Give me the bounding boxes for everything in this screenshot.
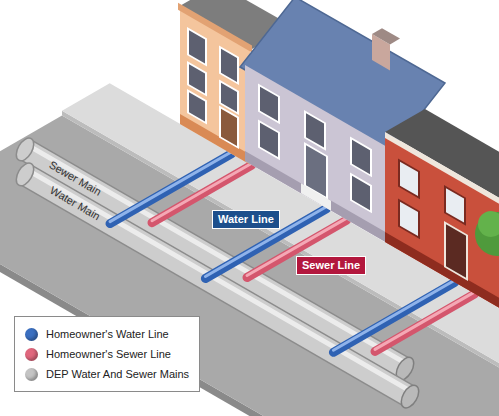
middle-house-part-part <box>259 85 279 123</box>
red-house-part-part <box>445 223 467 280</box>
legend-row: Homeowner's Water Line <box>25 324 189 344</box>
orange-house-part-part <box>180 114 250 164</box>
orange-house-part-part <box>180 8 250 164</box>
legend-swatch <box>25 368 38 381</box>
callout-text: Water Line <box>218 213 274 226</box>
water-main-pipe-part <box>398 382 423 411</box>
legend-row: DEP Water And Sewer Mains <box>25 364 189 384</box>
tree-part <box>478 211 499 237</box>
middle-house-part-part <box>305 112 325 150</box>
sewer-main-pipe-part <box>13 135 38 164</box>
middle-house-part-part <box>351 138 371 176</box>
orange-house-part-part <box>220 107 238 147</box>
homeowner-water-line-part <box>333 282 454 352</box>
water-main-pipe-part <box>13 160 38 189</box>
middle-house-part-part <box>301 183 331 210</box>
homeowner-water-line-part <box>333 280 454 350</box>
orange-house-part-part <box>188 63 206 95</box>
legend-row: Homeowner's Sewer Line <box>25 344 189 364</box>
red-house <box>385 109 499 317</box>
orange-house-part-part <box>220 47 238 83</box>
red-house-part-part <box>445 187 465 225</box>
water-main-pipe <box>13 160 423 411</box>
callout-box: Water Line <box>212 210 280 229</box>
red-house-part-part <box>385 136 499 317</box>
orange-house-part-part <box>188 29 206 65</box>
orange-house-part-part <box>188 91 206 123</box>
red-house-part-part <box>399 160 419 198</box>
red-house-part-part <box>399 200 419 238</box>
legend-box: Homeowner's Water LineHomeowner's Sewer … <box>14 316 200 392</box>
middle-house-part-part <box>351 174 371 212</box>
red-house-part <box>385 132 499 317</box>
middle-house-part <box>372 28 400 44</box>
tree-part <box>475 212 499 256</box>
legend-text: DEP Water And Sewer Mains <box>46 368 189 381</box>
legend-text: Homeowner's Sewer Line <box>46 348 171 361</box>
legend-swatch <box>25 348 38 361</box>
legend-text: Homeowner's Water Line <box>46 328 169 341</box>
callout-text: Sewer Line <box>302 259 360 272</box>
callout-box: Sewer Line <box>296 256 366 275</box>
middle-house-part-part <box>259 121 279 159</box>
legend-swatch <box>25 328 38 341</box>
orange-house-part <box>178 3 252 166</box>
tree <box>475 211 499 256</box>
